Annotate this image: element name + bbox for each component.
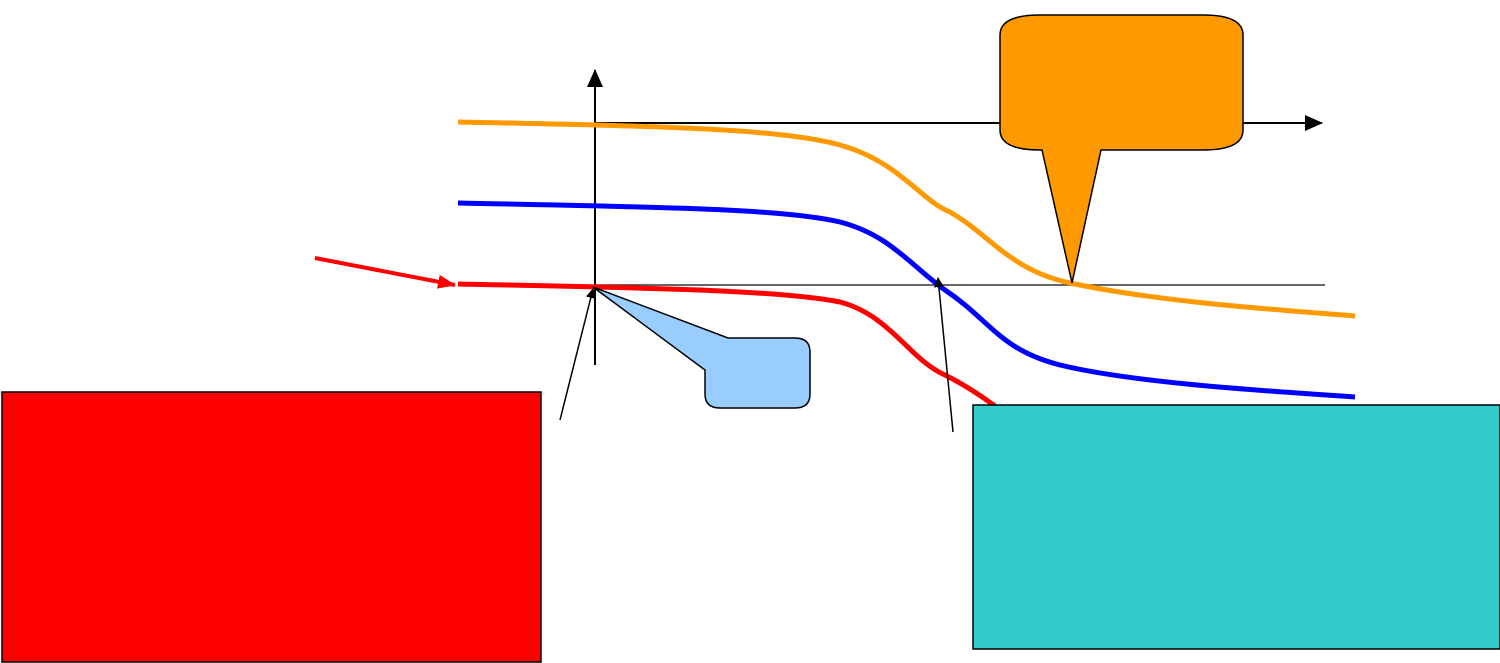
- red-box: [1, 391, 542, 663]
- pointer-arrow-right: [933, 277, 954, 433]
- curve-top: [457, 119, 1356, 319]
- teal-box: [972, 404, 1500, 650]
- pointer-arrow-left: [559, 288, 596, 421]
- blue-callout: [592, 286, 811, 409]
- orange-callout: [999, 14, 1244, 284]
- curve-middle: [457, 200, 1356, 400]
- curve-bottom: [457, 281, 997, 409]
- input-arrow: [314, 256, 456, 289]
